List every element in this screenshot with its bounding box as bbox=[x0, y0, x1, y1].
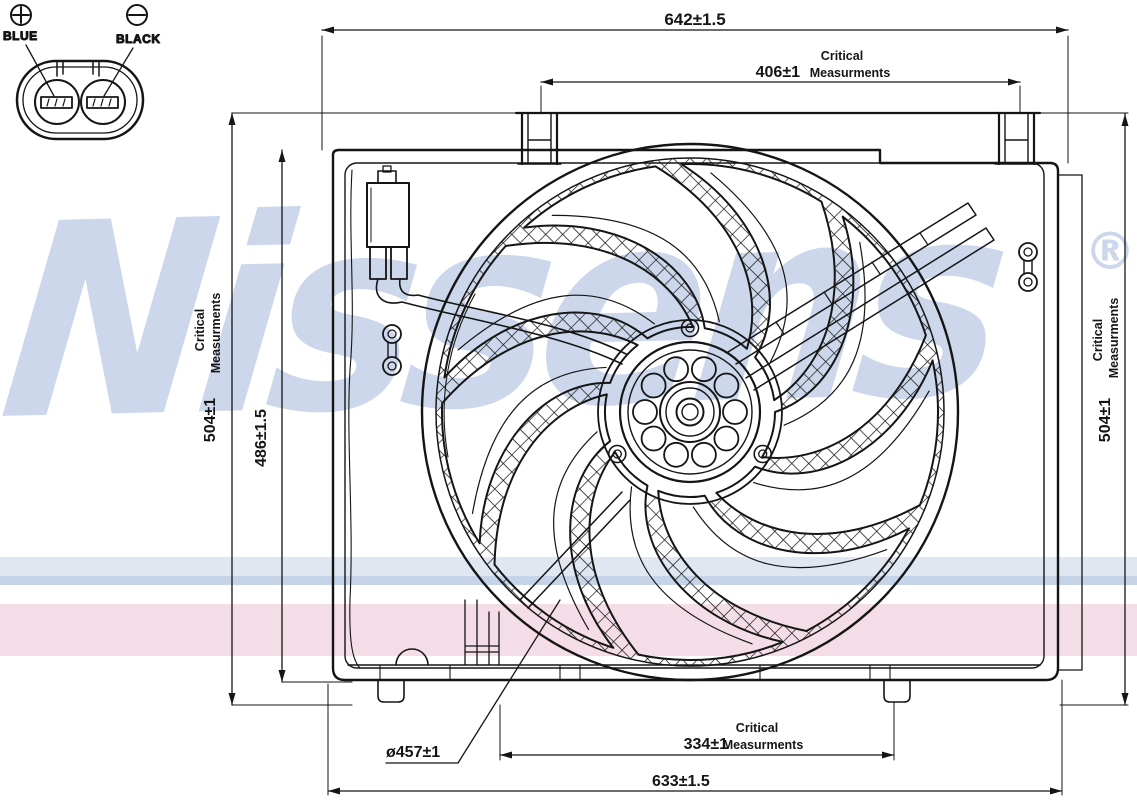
dim-lower-mount-width: 334±1 bbox=[684, 736, 728, 753]
fan-assembly bbox=[401, 111, 996, 714]
dim-bottom-width: 633±1.5 bbox=[652, 773, 710, 790]
wire-harness bbox=[375, 278, 623, 365]
connector-plug bbox=[15, 59, 145, 141]
hub-bolts bbox=[608, 318, 772, 464]
dim-top-width: 642±1.5 bbox=[664, 10, 725, 29]
dim-fan-diameter: ø457±1 bbox=[386, 744, 440, 761]
right-flange bbox=[1057, 174, 1083, 671]
fan-shroud bbox=[331, 148, 1083, 703]
top-mounting-rail bbox=[514, 111, 1042, 166]
dim-left-height: 504±1 bbox=[202, 398, 219, 442]
dim-mount-width: 406±1 bbox=[756, 64, 800, 81]
motor-support-straps bbox=[519, 202, 995, 609]
motor-hub bbox=[597, 318, 783, 505]
diameter-leader-line bbox=[385, 599, 561, 764]
minus-terminal-icon bbox=[126, 4, 148, 26]
mounting-tab-right bbox=[994, 111, 1039, 166]
critical-note-bottom-1: Critical bbox=[736, 721, 778, 735]
critical-note-bottom-2: Measurments bbox=[723, 738, 804, 752]
blue-wire-label: BLUE bbox=[3, 29, 38, 43]
screw-detail-left bbox=[382, 324, 402, 376]
critical-note-top-2: Measurments bbox=[810, 66, 891, 80]
dim-right-height: 504±1 bbox=[1097, 398, 1114, 442]
critical-note-right-2: Measurments bbox=[1107, 298, 1121, 379]
radiator-core-hatch bbox=[436, 158, 944, 666]
fan-ring-outer bbox=[420, 142, 960, 682]
critical-note-left-1: Critical bbox=[193, 309, 207, 351]
connector-box bbox=[366, 165, 627, 365]
fan-ring-inner bbox=[435, 157, 945, 667]
mount-foot-right bbox=[883, 679, 911, 703]
critical-note-left-2: Measurments bbox=[209, 293, 223, 374]
plus-terminal-icon bbox=[10, 4, 32, 26]
connector-detail: BLUE BLACK bbox=[3, 4, 161, 141]
mounting-tab-left bbox=[517, 111, 562, 166]
dim-shroud-height: 486±1.5 bbox=[253, 409, 270, 467]
critical-note-top-1: Critical bbox=[821, 49, 863, 63]
screw-detail-right bbox=[1018, 242, 1038, 292]
critical-note-right-1: Critical bbox=[1091, 319, 1105, 361]
dimension-lines bbox=[228, 26, 1129, 795]
black-wire-label: BLACK bbox=[116, 32, 161, 46]
extension-lines bbox=[231, 35, 1129, 796]
mount-foot-left bbox=[377, 679, 405, 703]
